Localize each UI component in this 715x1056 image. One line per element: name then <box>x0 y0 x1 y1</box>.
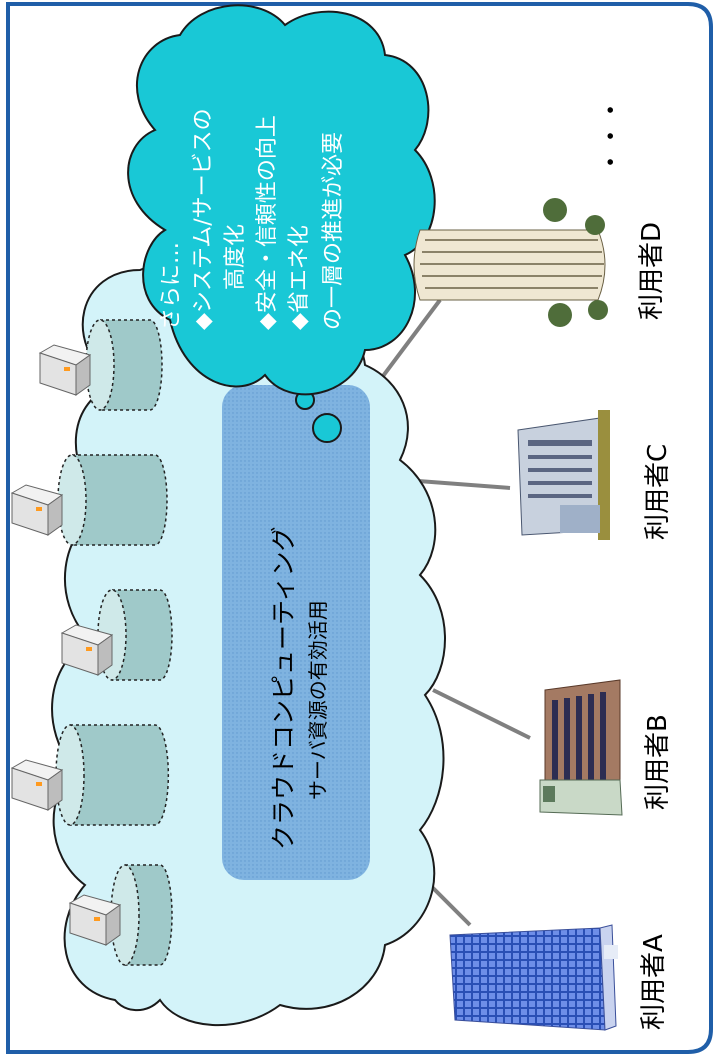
server-icon <box>60 624 114 676</box>
thought-bubble <box>127 4 436 443</box>
cloud-labels: クラウドコンピューティング サーバ資源の有効活用 <box>269 526 330 850</box>
building-b-icon <box>539 679 623 816</box>
building-a-icon <box>449 924 618 1031</box>
outer-frame <box>6 2 713 1054</box>
building-c-icon <box>517 410 610 540</box>
bubble-line-3: 高度化 <box>223 224 248 290</box>
storage-drum <box>57 454 168 546</box>
storage-drum <box>85 319 163 411</box>
bubble-line-4: ◆安全・信頼性の向上 <box>255 115 280 330</box>
user-d-label: 利用者D <box>637 222 667 320</box>
cloud-core <box>222 385 370 880</box>
server-icon <box>10 484 64 536</box>
cloud-title: クラウドコンピューティング <box>269 526 298 850</box>
bubble-line-1: さらに… <box>159 242 184 330</box>
bubble-text: さらに… ◆システム/サービスの 高度化 ◆安全・信頼性の向上 ◆省エネ化 の一… <box>159 108 346 330</box>
user-b-label: 利用者B <box>643 714 673 810</box>
cloud-subtitle: サーバ資源の有効活用 <box>306 600 330 800</box>
bubble-line-2: ◆システム/サービスの <box>191 108 216 330</box>
user-labels: 利用者A 利用者B 利用者C 利用者D <box>637 222 673 1030</box>
servers <box>10 344 122 946</box>
server-icon <box>10 759 64 811</box>
bubble-line-6: の一層の推進が必要 <box>321 132 346 330</box>
storage-drums <box>55 319 173 966</box>
bubble-line-5: ◆省エネ化 <box>287 225 312 330</box>
user-c-label: 利用者C <box>643 444 673 540</box>
building-d-icon <box>413 198 608 327</box>
server-icon <box>38 344 92 396</box>
storage-drum <box>110 864 173 966</box>
storage-drum <box>55 724 170 826</box>
more-ellipsis: ・・・ <box>597 97 627 175</box>
server-icon <box>68 894 122 946</box>
user-a-label: 利用者A <box>639 934 669 1030</box>
